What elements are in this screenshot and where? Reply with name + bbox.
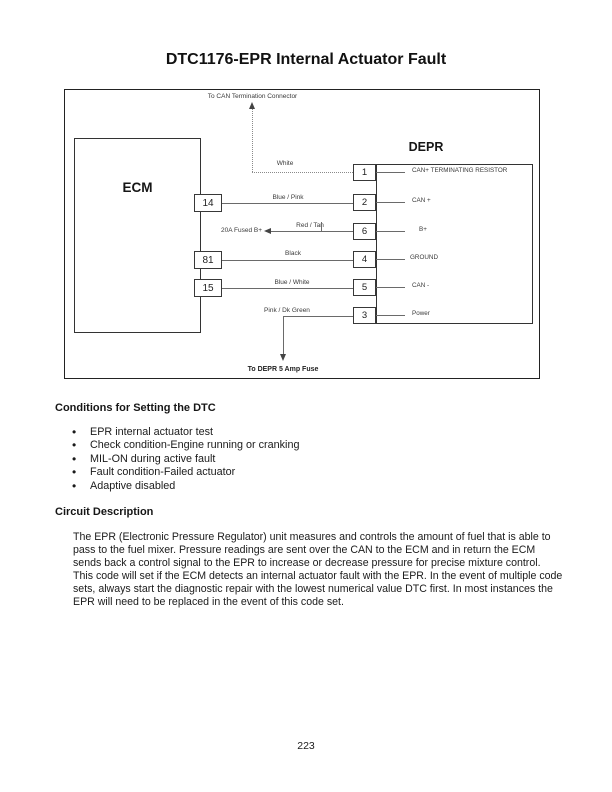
conditions-list: EPR internal actuator test Check conditi…	[72, 426, 492, 493]
wire-label-black: Black	[285, 250, 301, 257]
ecm-pin-81: 81	[194, 251, 222, 269]
wire-black	[222, 260, 353, 261]
page-title: DTC1176-EPR Internal Actuator Fault	[165, 51, 447, 68]
list-item: MIL-ON during active fault	[72, 453, 492, 467]
lead-pin-1	[376, 172, 405, 173]
lead-pin-2	[376, 202, 405, 203]
depr-pin-2-label: CAN +	[412, 197, 431, 204]
wire-white	[252, 172, 353, 173]
depr-pin-4: 4	[353, 251, 376, 268]
page-number: 223	[297, 740, 315, 752]
fused-b-plus-note: 20A Fused B+	[220, 227, 262, 234]
wire-label-pink-dk-green: Pink / Dk Green	[264, 307, 310, 314]
depr-pin-5: 5	[353, 279, 376, 296]
list-item: Fault condition-Failed actuator	[72, 466, 492, 480]
circuit-description-heading: Circuit Description	[55, 506, 154, 518]
lead-pin-6	[376, 231, 405, 232]
red-tan-tick	[321, 222, 322, 231]
depr-label: DEPR	[408, 140, 444, 154]
depr-pin-1: 1	[353, 164, 376, 181]
depr-pin-4-label: GROUND	[410, 254, 438, 261]
list-item: Check condition-Engine running or cranki…	[72, 439, 492, 453]
ecm-label: ECM	[122, 180, 153, 195]
circuit-description-body: The EPR (Electronic Pressure Regulator) …	[73, 531, 563, 608]
wire-label-red-tan: Red / Tan	[296, 222, 324, 229]
wire-blue-pink	[222, 203, 353, 204]
depr-pin-5-label: CAN -	[412, 282, 430, 289]
wiring-diagram: To CAN Termination Connector White ECM 1…	[64, 89, 540, 379]
depr-pin-3: 3	[353, 307, 376, 324]
depr-box	[376, 164, 533, 324]
list-item: EPR internal actuator test	[72, 426, 492, 440]
ecm-pin-14: 14	[194, 194, 222, 212]
lead-pin-4	[376, 259, 405, 260]
depr-pin-3-label: Power	[412, 310, 430, 317]
arrow-up-icon	[249, 102, 255, 109]
wire-label-white: White	[276, 160, 294, 167]
arrow-left-icon	[264, 228, 271, 234]
wire-pink-vertical	[283, 316, 284, 354]
wire-blue-white	[222, 288, 353, 289]
wire-red-tan	[271, 231, 353, 232]
can-termination-note: To CAN Termination Connector	[207, 93, 298, 100]
lead-pin-5	[376, 287, 405, 288]
ecm-box	[74, 138, 201, 333]
arrow-down-icon	[280, 354, 286, 361]
list-item: Adaptive disabled	[72, 480, 492, 494]
lead-pin-3	[376, 315, 405, 316]
wire-label-blue-white: Blue / White	[274, 279, 310, 286]
wire-pink-dk-green	[284, 316, 353, 317]
wire-label-blue-pink: Blue / Pink	[272, 194, 304, 201]
conditions-heading: Conditions for Setting the DTC	[55, 402, 216, 414]
depr-pin-6: 6	[353, 223, 376, 240]
depr-pin-2: 2	[353, 194, 376, 211]
depr-pin-1-label: CAN+ TERMINATING RESISTOR	[412, 167, 508, 174]
depr-fuse-note: To DEPR 5 Amp Fuse	[247, 366, 319, 373]
ecm-pin-15: 15	[194, 279, 222, 297]
depr-pin-6-label: B+	[419, 226, 427, 233]
wire-white-vertical	[252, 109, 253, 172]
